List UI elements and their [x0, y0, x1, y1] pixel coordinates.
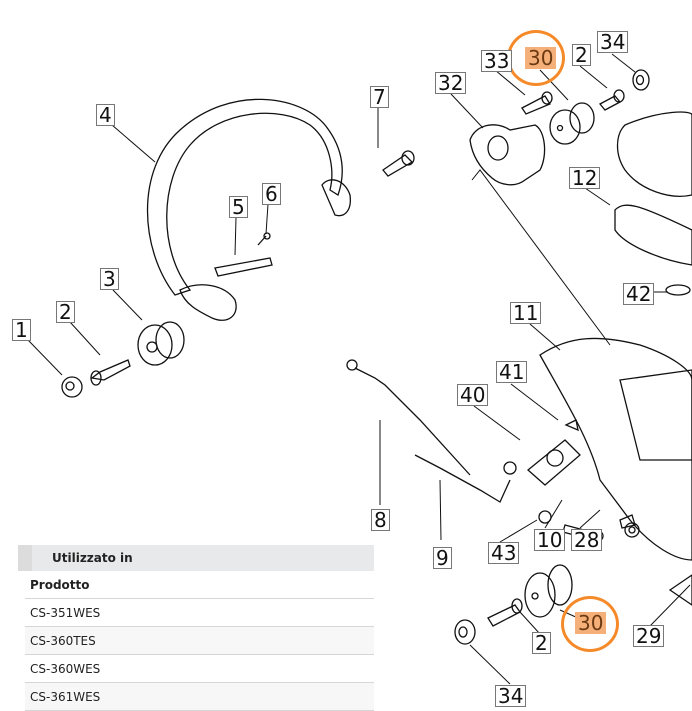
part-label-12[interactable]: 12	[569, 167, 600, 189]
bolt-part-7	[383, 151, 414, 176]
part-label-5[interactable]: 5	[229, 196, 248, 218]
highlight-circle	[507, 30, 565, 86]
part-label-32[interactable]: 32	[435, 72, 466, 94]
part-label-34[interactable]: 34	[495, 685, 526, 707]
part-label-43[interactable]: 43	[488, 542, 519, 564]
part-label-4[interactable]: 4	[96, 104, 115, 126]
table-row[interactable]: CS-360WES	[25, 655, 374, 683]
bolt-part-2	[91, 360, 130, 385]
bolt-part-2-bottom	[488, 599, 522, 626]
table-row[interactable]: CS-360TES	[25, 627, 374, 655]
cover-part	[618, 112, 692, 196]
washer-part-34-bottom	[455, 620, 475, 644]
cable-part-8	[347, 360, 470, 475]
part-label-1[interactable]: 1	[12, 319, 31, 341]
mount-part-30-top	[550, 103, 594, 144]
part-label-34[interactable]: 34	[597, 31, 628, 53]
bolt-part-33	[522, 92, 552, 114]
part-label-2[interactable]: 2	[532, 632, 551, 654]
part-label-3[interactable]: 3	[100, 268, 119, 290]
washer-part-34-top	[633, 70, 649, 90]
part-43	[539, 511, 551, 523]
table-row[interactable]: CS-351WES	[25, 599, 374, 627]
part-label-42[interactable]: 42	[623, 283, 654, 305]
housing-part-32	[470, 125, 545, 185]
table-caption: Utilizzato in	[25, 545, 374, 571]
handlebar-upper-mount	[322, 180, 350, 216]
part-label-8[interactable]: 8	[371, 509, 390, 531]
cable-part-9	[415, 455, 516, 502]
part-label-9[interactable]: 9	[433, 547, 452, 569]
bracket-part-5	[215, 258, 272, 276]
part-label-33[interactable]: 33	[481, 50, 512, 72]
part-41	[566, 420, 578, 430]
part-label-10[interactable]: 10	[534, 529, 565, 551]
part-label-6[interactable]: 6	[262, 183, 281, 205]
part-28	[620, 515, 635, 528]
mount-part-3	[138, 322, 184, 365]
part-label-2[interactable]: 2	[572, 44, 591, 66]
used-in-table: Utilizzato in Prodotto CS-351WES CS-360T…	[18, 545, 374, 711]
highlight-circle	[561, 596, 619, 652]
table-row[interactable]: CS-361WES	[25, 683, 374, 711]
o-ring-part-42	[666, 285, 690, 295]
part-label-2[interactable]: 2	[56, 301, 75, 323]
bolt-part-2-top	[600, 90, 624, 110]
part-label-41[interactable]: 41	[496, 361, 527, 383]
nut-part-1	[62, 377, 82, 397]
part-label-28[interactable]: 28	[571, 529, 602, 551]
part-label-7[interactable]: 7	[370, 86, 389, 108]
part-40	[528, 440, 580, 485]
body-part-11	[540, 338, 692, 560]
part-label-29[interactable]: 29	[633, 625, 664, 647]
part-label-40[interactable]: 40	[457, 384, 488, 406]
column-header-product: Prodotto	[25, 571, 374, 599]
filter-part-12	[615, 205, 692, 265]
screw-part-6	[258, 233, 270, 245]
part-label-11[interactable]: 11	[510, 302, 541, 324]
